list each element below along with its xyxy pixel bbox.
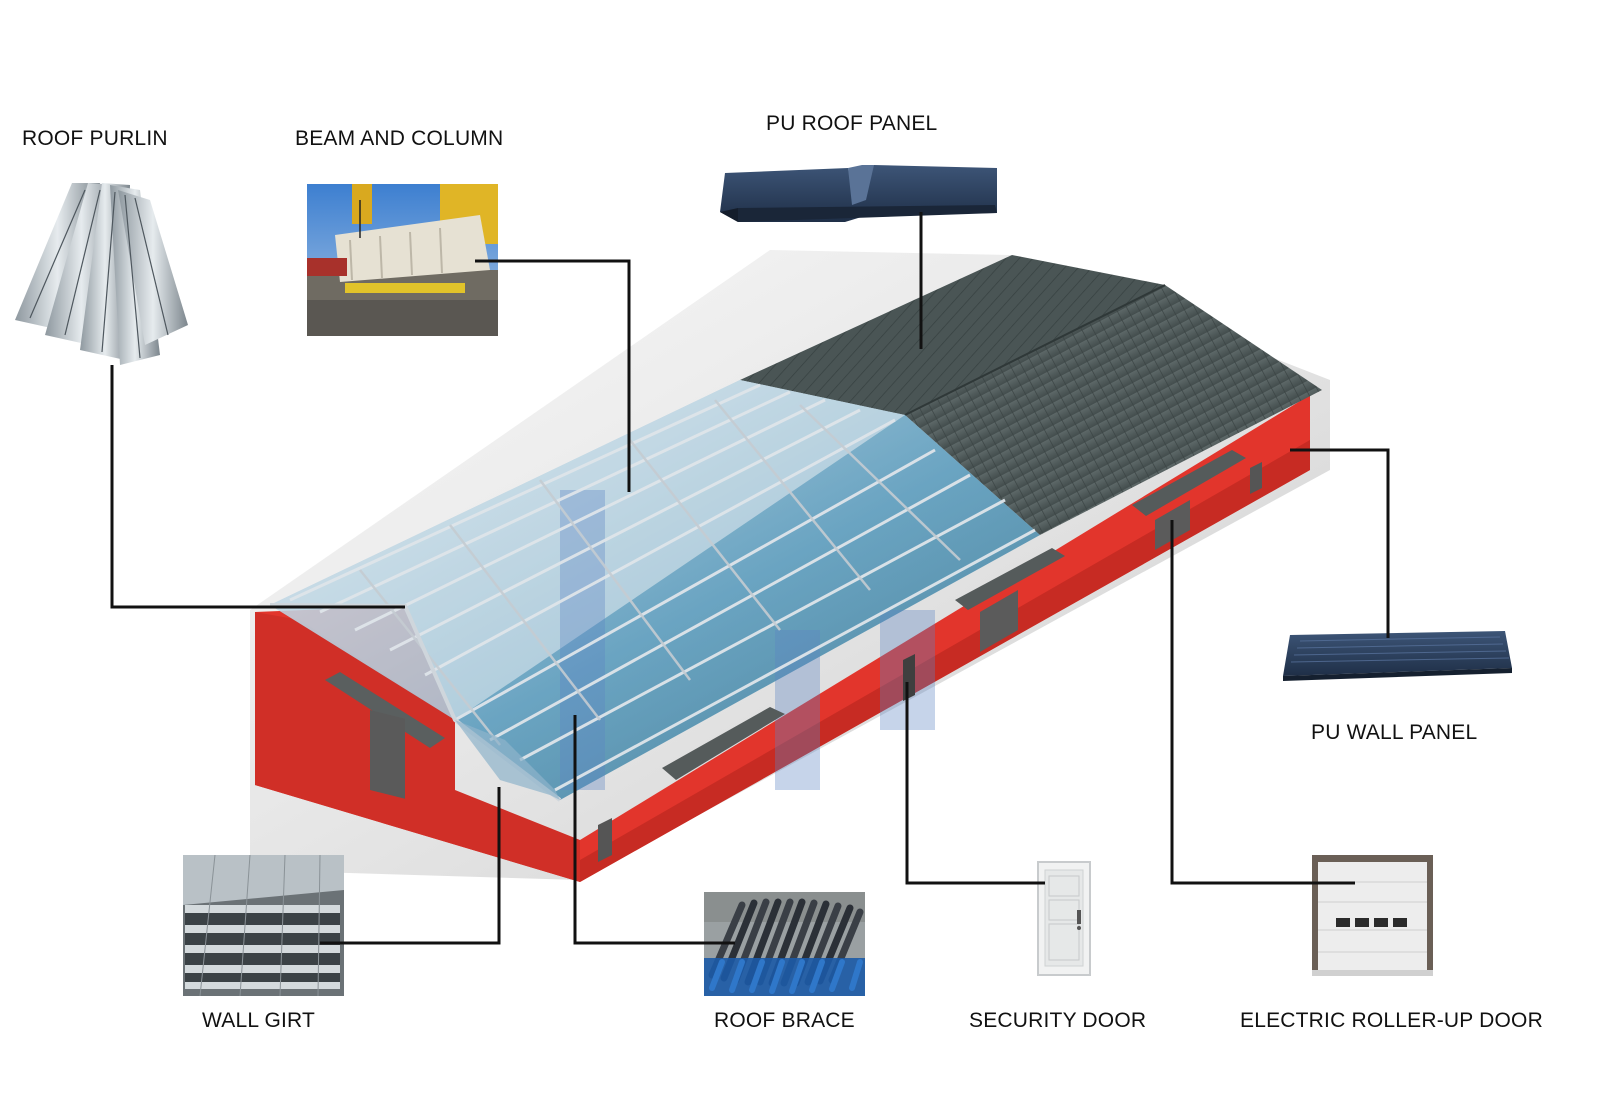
leader-wall-girt [320,787,501,945]
leader-beam-and-column [475,259,631,492]
security-door-image [1037,861,1091,976]
beam-and-column-image [307,184,498,336]
leader-pu-wall-panel [1290,448,1390,638]
pu-roof-panel-image [720,165,997,222]
roof-purlin-label: ROOF PURLIN [22,127,168,150]
wall-girt-label: WALL GIRT [202,1009,316,1032]
wall-girt-image [183,854,344,997]
roof-brace-label: ROOF BRACE [714,1009,855,1032]
leader-security-door [905,682,1045,885]
pu-wall-panel-image [1283,631,1512,681]
electric-roller-up-door-label: ELECTRIC ROLLER-UP DOOR [1240,1009,1543,1032]
warehouse-building [255,255,1322,882]
roof-panels-back [740,255,1165,415]
pu-roof-panel-label: PU ROOF PANEL [766,112,938,135]
roof-panels-front [905,285,1322,535]
leader-lines [110,212,1390,945]
roof-purlin-image [15,183,188,365]
pu-wall-panel-label: PU WALL PANEL [1311,721,1478,744]
leader-roof-purlin [110,365,405,609]
electric-roller-up-door-image [1312,855,1433,976]
beam-and-column-label: BEAM AND COLUMN [295,127,504,150]
security-door-on-building [903,654,915,701]
leader-electric-roller-up-door [1170,520,1355,885]
leader-roof-brace [573,715,735,945]
roof-brace-image [704,892,865,996]
security-door-label: SECURITY DOOR [969,1009,1147,1032]
